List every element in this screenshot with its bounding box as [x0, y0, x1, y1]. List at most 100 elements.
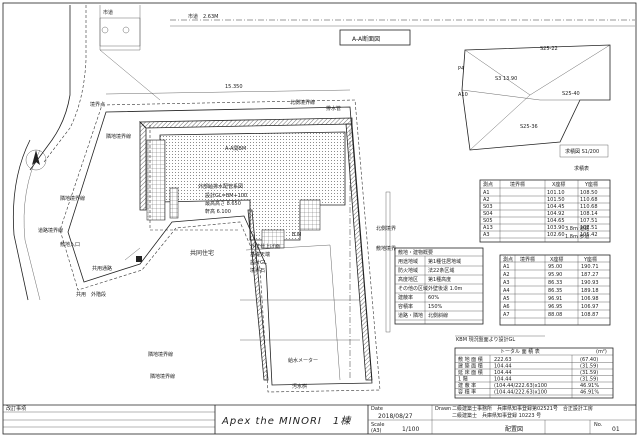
key-plan-label: 求積図 S1/200 [565, 148, 599, 155]
ct1-x: 102.60 [547, 232, 565, 238]
ct2-y: 108.87 [581, 312, 599, 318]
svg-text:隣地境界線: 隣地境界線 [150, 373, 175, 380]
svg-text:共用 外階段: 共用 外階段 [76, 291, 106, 298]
site-table-value: 外壁後退 1.0m [428, 285, 463, 292]
site-table-key: その他の区域 [398, 285, 428, 292]
ct1-point: A1 [483, 190, 490, 196]
svg-text:境界点: 境界点 [90, 101, 105, 108]
svg-text:市道 2.63M: 市道 2.63M [188, 13, 218, 20]
date-label: Date [371, 406, 383, 412]
site-table-key: 用途地域 [398, 258, 418, 265]
area-table-ratio: 46.91% [580, 390, 599, 396]
ct2-x: 95.90 [548, 272, 562, 278]
ct2-point: A7 [503, 312, 510, 318]
area-table-title: トータル 面 積 表 [500, 348, 540, 355]
building-label: 共同住宅 [190, 249, 214, 257]
ct1-x: 103.90 [547, 225, 565, 231]
road-area: 市道 境界点 隣地境界線 道路境界線 [12, 5, 161, 301]
ct1-y: 107.51 [580, 225, 598, 231]
area-table-unit: (m²) [596, 349, 607, 355]
ct1-point: S03 [483, 204, 493, 210]
svg-text:汚水桝: 汚水桝 [292, 383, 307, 390]
top-dimension: 15.350 [225, 84, 243, 90]
area-table-key: 建 蔽 率 [458, 382, 476, 389]
svg-text:(A3): (A3) [371, 428, 382, 434]
ct1-point: A13 [483, 225, 493, 231]
ct2-x: 96.91 [548, 296, 562, 302]
svg-text:測点: 測点 [503, 256, 513, 263]
area-table-value: (104.44/222.63)x100 [494, 390, 547, 396]
svg-text:最高高さ 8.650: 最高高さ 8.650 [205, 200, 241, 207]
svg-text:S25-22: S25-22 [540, 46, 558, 52]
date-value: 2018/08/27 [378, 413, 413, 420]
project-title: Apex the MINORI 1棟 [221, 415, 352, 427]
svg-text:X座標: X座標 [552, 181, 565, 188]
ct1-summary-1: 3.8m 道路 [565, 225, 589, 232]
scale-label: Scale [371, 422, 384, 428]
svg-text:X座標: X座標 [550, 256, 563, 263]
cap-2: B.M [292, 232, 301, 238]
svg-text:設計GL=BM+100: 設計GL=BM+100 [205, 192, 247, 199]
sheet-no: 01 [612, 426, 620, 433]
site-table-title: 敷地・建物概要 [398, 249, 433, 256]
ct2-x: 86.35 [548, 288, 562, 294]
ct2-y: 189.18 [581, 288, 599, 294]
site-table-value: 北側斜線 [428, 312, 448, 319]
cap-1: A-A間BM [225, 146, 246, 152]
ct2-point: A5 [503, 296, 510, 302]
road-label: 市道 [103, 9, 113, 16]
ct2-x: 95.00 [548, 264, 562, 270]
site-table-value: 60% [428, 295, 439, 301]
north-road: 市道 2.63M [170, 13, 635, 27]
site-table-value: 150% [428, 304, 443, 310]
area-table-key: 建 築 面 積 [458, 363, 483, 370]
note-2: 基礎天端 [250, 251, 270, 258]
scale-value: 1/100 [402, 426, 419, 433]
ct2-point: A1 [503, 264, 510, 270]
site-table-value: 法22条区域 [428, 267, 454, 274]
area-table-key: 敷 地 面 積 [458, 356, 483, 363]
drawn-line-2: 二級建築士 兵庫県知事登録 10223 号 [452, 412, 541, 419]
svg-text:求積表: 求積表 [574, 165, 589, 172]
note-4: 境界石 [250, 267, 265, 274]
section-label: A-A断面図 [352, 35, 380, 43]
site-summary-table: 敷地・建物概要 用途地域第1種住居地域防火地域法22条区域高度地区第1種高度その… [394, 247, 484, 325]
ct1-x: 104.65 [547, 218, 565, 224]
svg-text:A10: A10 [458, 92, 468, 98]
site-table-key: 建蔽率 [398, 294, 413, 301]
ct1-x: 104.45 [547, 204, 565, 210]
area-table-key: 容 積 率 [458, 389, 476, 396]
svg-text:共用通路: 共用通路 [92, 265, 112, 272]
sheet-border [2, 2, 637, 435]
ct2-y: 187.27 [581, 272, 599, 278]
ct2-x: 86.33 [548, 280, 562, 286]
ct1-x: 101.10 [547, 190, 565, 196]
north-boundary-label: 北側境界線 [290, 99, 315, 106]
svg-text:敷地入口: 敷地入口 [60, 241, 80, 248]
ct1-y: 110.68 [580, 204, 598, 210]
ct1-y: 107.51 [580, 218, 598, 224]
svg-text:測点: 測点 [483, 181, 493, 188]
ct2-point: A2 [503, 272, 510, 278]
svg-text:隣地境界線: 隣地境界線 [106, 133, 131, 140]
svg-text:排水管: 排水管 [326, 105, 341, 112]
ct1-y: 108.50 [580, 190, 598, 196]
ct1-x: 104.92 [547, 211, 565, 217]
note-1: 外壁仕上げ面 [250, 243, 280, 250]
svg-text:Y座標: Y座標 [583, 256, 597, 263]
area-table-ratio: (31.59) [580, 377, 598, 383]
ct1-point: A3 [483, 232, 490, 238]
note-3: 設計GL [250, 259, 267, 266]
area-table-value: (104.44/222.63)x100 [494, 383, 547, 389]
area-table-ratio: (31.59) [580, 370, 598, 376]
ct1-point: S05 [483, 218, 493, 224]
ct1-point: S04 [483, 211, 493, 217]
ct2-x: 88.08 [548, 312, 562, 318]
site-table-value: 第1種高度 [428, 276, 451, 283]
ct2-point: A6 [503, 304, 510, 310]
key-plan: S25-22 S3 13.90 S25-36 S25-40 P4 A10 求積図… [458, 44, 611, 172]
